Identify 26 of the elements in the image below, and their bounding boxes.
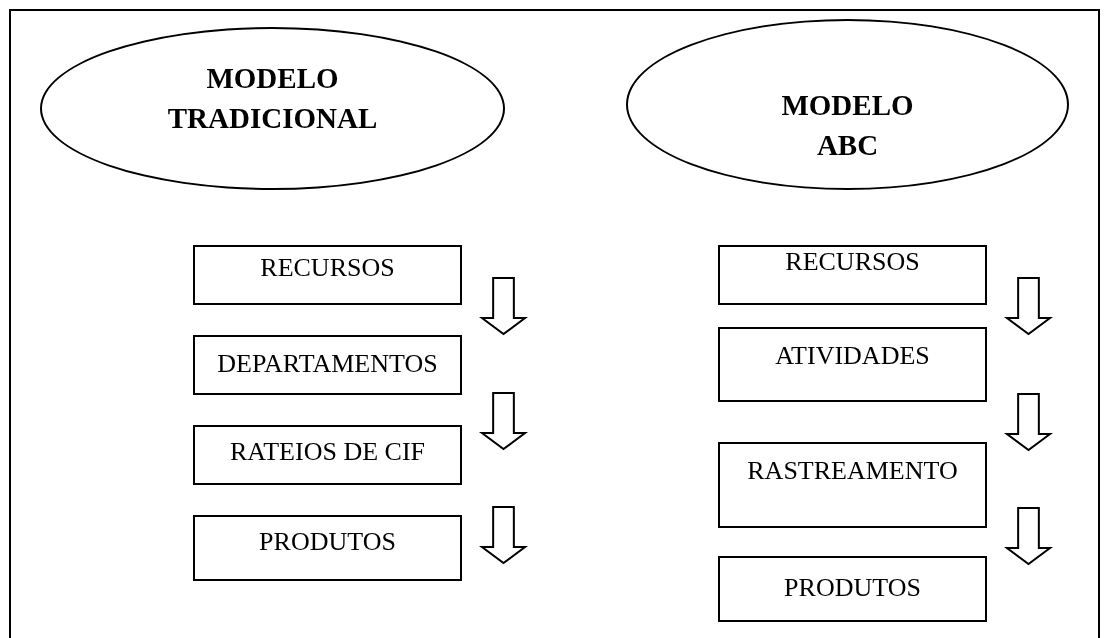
- process-box: [193, 335, 462, 395]
- step-label: PRODUTOS: [259, 527, 396, 557]
- model-title: MODELO TRADICIONAL: [167, 61, 378, 136]
- step-label: RATEIOS DE CIF: [230, 437, 425, 467]
- block-arrow: [1004, 277, 1053, 336]
- process-box: [718, 245, 987, 305]
- step-label: DEPARTAMENTOS: [217, 349, 438, 379]
- step-label: PRODUTOS: [784, 573, 921, 603]
- process-box: [718, 327, 987, 402]
- process-box: [193, 425, 462, 485]
- step-label: ATIVIDADES: [775, 341, 930, 371]
- process-box: [193, 515, 462, 581]
- model-title: MODELO ABC: [781, 88, 914, 163]
- model-ellipse: [40, 27, 505, 190]
- block-arrow: [479, 277, 528, 336]
- step-label: RASTREAMENTO: [747, 456, 958, 486]
- block-arrow: [479, 506, 528, 565]
- block-arrow: [479, 392, 528, 451]
- block-arrow: [1004, 393, 1053, 452]
- process-box: [193, 245, 462, 305]
- block-arrow: [1004, 507, 1053, 566]
- step-label: RECURSOS: [260, 253, 395, 283]
- model-ellipse: [626, 19, 1069, 190]
- step-label: RECURSOS: [785, 247, 920, 277]
- process-box: [718, 556, 987, 622]
- process-box: [718, 442, 987, 528]
